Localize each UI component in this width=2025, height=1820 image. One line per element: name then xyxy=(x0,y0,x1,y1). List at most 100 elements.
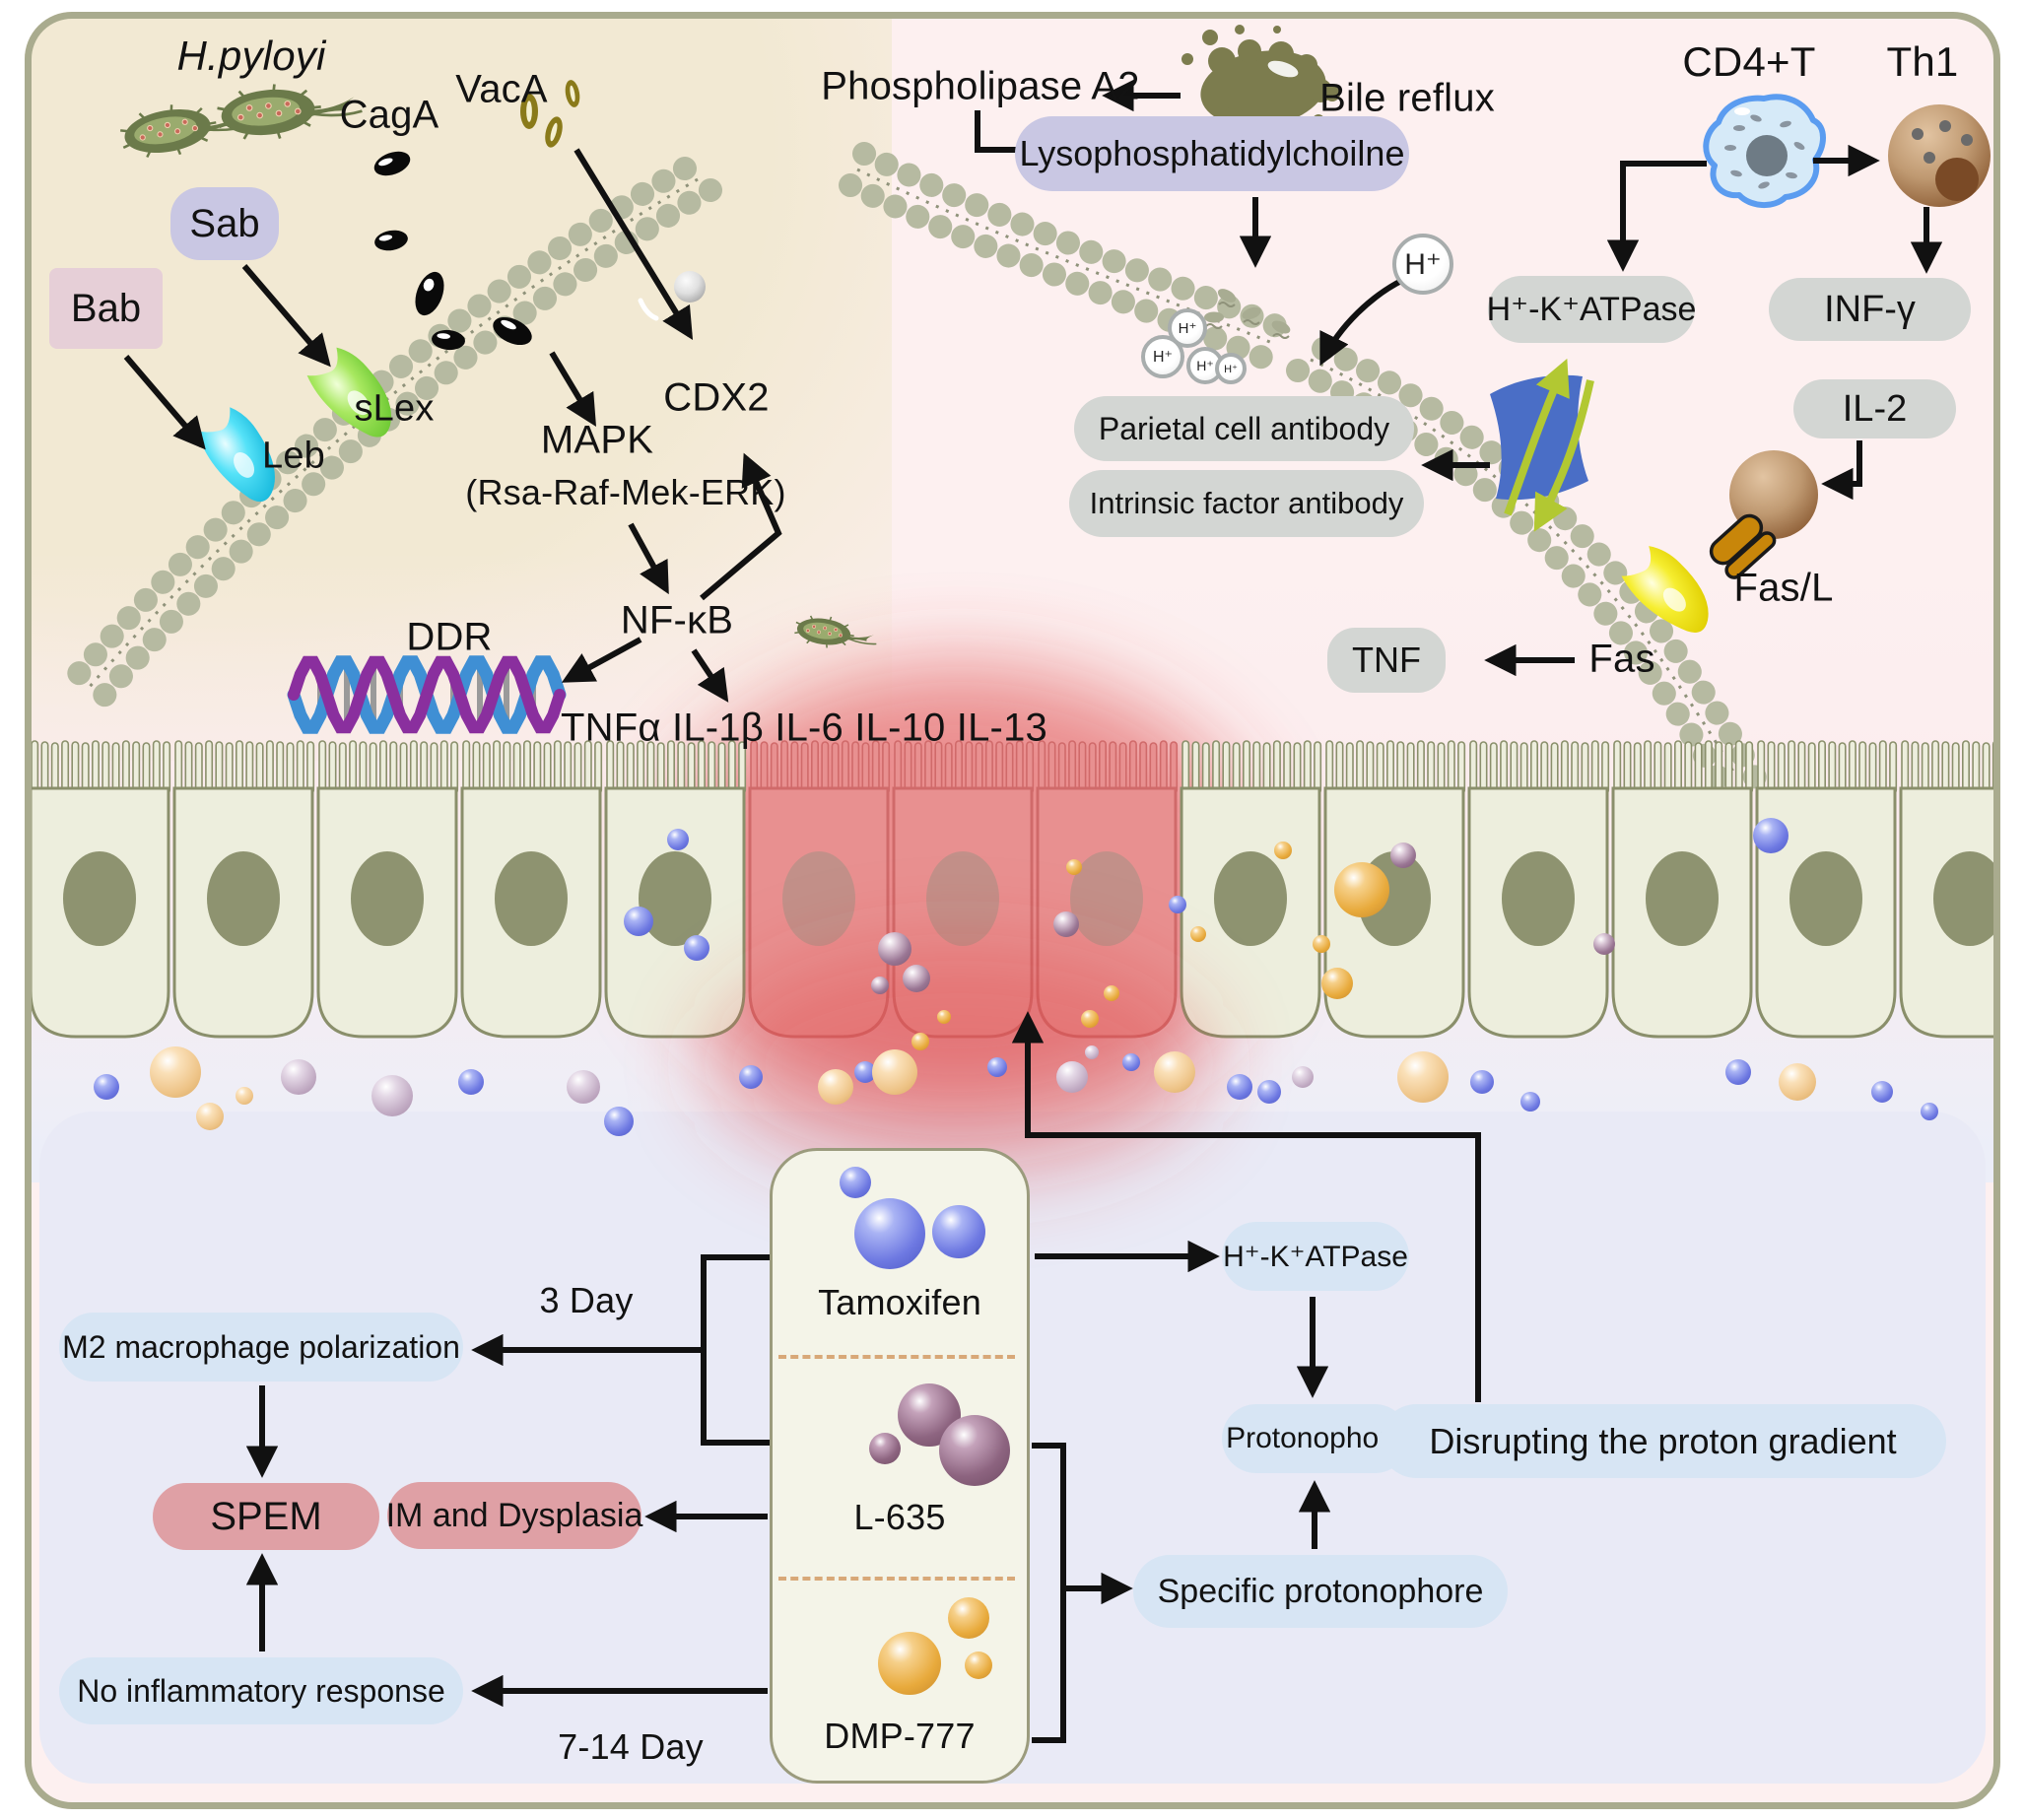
arrow-disrupting-cells xyxy=(1011,1011,1481,1402)
vaca-toxin-ovals xyxy=(520,80,580,148)
bubble xyxy=(604,1107,634,1136)
connector-arrows xyxy=(123,79,1943,1743)
mapk-label: MAPK xyxy=(540,418,654,462)
bubble xyxy=(939,1415,1010,1486)
h-pylori-bacterium xyxy=(217,84,363,140)
bubble xyxy=(948,1597,989,1639)
bubble xyxy=(1313,935,1330,953)
epithelial-cell xyxy=(1899,740,2000,1039)
bubble xyxy=(236,1087,253,1105)
bubble xyxy=(872,1049,917,1095)
bubble xyxy=(1779,1063,1816,1101)
capsule-section-divider xyxy=(778,1577,1015,1581)
sab-box: Sab xyxy=(170,187,279,260)
bubble xyxy=(1520,1092,1540,1112)
bubble xyxy=(1081,1010,1099,1028)
il2-box: IL-2 xyxy=(1793,379,1956,438)
bubble xyxy=(1871,1081,1893,1103)
disrupting-gradient-box: Disrupting the proton gradient xyxy=(1380,1404,1946,1478)
bubble xyxy=(965,1651,992,1679)
bubble xyxy=(1085,1045,1099,1059)
fasl-label: Fas/L xyxy=(1733,566,1834,610)
bubble xyxy=(684,935,709,961)
h-plus-circle: H⁺ xyxy=(1168,308,1207,348)
cytokines-label: TNFα IL-1β IL-6 IL-10 IL-13 xyxy=(561,706,1047,750)
bubble xyxy=(1397,1051,1449,1103)
day3-label: 3 Day xyxy=(539,1280,634,1320)
epithelial-cell xyxy=(1611,740,1754,1039)
specific-protonophore-box: Specific protonophore xyxy=(1133,1555,1508,1628)
hk-atpase-bottom-box: H⁺-K⁺ATPase xyxy=(1222,1222,1409,1291)
bubble xyxy=(1292,1066,1314,1088)
arrow-mapk-nfkb xyxy=(628,522,669,595)
membrane-fragments xyxy=(1204,289,1291,339)
bubble xyxy=(1334,862,1389,917)
nfkb-label: NF-κB xyxy=(620,598,734,642)
h-pylori-bacterium xyxy=(120,104,255,159)
tnf-box: TNF xyxy=(1327,628,1446,693)
proton-pump xyxy=(1490,358,1594,532)
bracket-left xyxy=(701,1254,770,1446)
bubble xyxy=(1190,926,1206,942)
ddr-label: DDR xyxy=(406,615,493,659)
slex-label: sLex xyxy=(354,387,435,430)
bubble xyxy=(1274,842,1292,859)
leb-label: Leb xyxy=(261,435,326,477)
mapk-cascade-label: (Rsa-Raf-Mek-ERK) xyxy=(465,472,786,512)
arrow-caga-mapk xyxy=(549,351,597,428)
caga-toxin-ovals xyxy=(373,151,532,351)
bubble xyxy=(667,829,689,850)
bubble xyxy=(371,1075,413,1116)
slex-receptor xyxy=(306,347,391,438)
caga-label: CagA xyxy=(339,93,439,137)
bubble xyxy=(1056,1061,1088,1093)
bubble xyxy=(567,1070,600,1104)
bubble xyxy=(911,1033,929,1050)
arrow-sab-slex xyxy=(241,264,331,368)
bubble xyxy=(878,1632,941,1695)
damage-glow xyxy=(708,946,1210,1182)
bubble xyxy=(1257,1080,1281,1104)
epithelial-cell xyxy=(29,740,171,1039)
bubble xyxy=(150,1046,201,1098)
vaca-label: VacA xyxy=(455,67,548,111)
bubble xyxy=(1390,843,1416,868)
day714-label: 7-14 Day xyxy=(558,1726,704,1767)
bubble xyxy=(1753,818,1789,853)
bubble xyxy=(854,1198,925,1269)
arrow-hplus-influx xyxy=(1319,277,1405,367)
epithelial-cell xyxy=(604,740,747,1039)
th1-label: Th1 xyxy=(1886,38,1959,85)
hk-atpase-top-box: H⁺-K⁺ATPase xyxy=(1487,276,1696,343)
inf-gamma-box: INF-γ xyxy=(1769,278,1971,341)
arrow-bab-leb xyxy=(123,355,206,450)
dna-helix-icon xyxy=(287,655,567,734)
bubble xyxy=(196,1103,224,1130)
epithelial-cell xyxy=(1467,740,1610,1039)
h-plus-circle: H⁺ xyxy=(1141,335,1184,378)
bubble xyxy=(739,1065,763,1089)
bubble xyxy=(937,1010,951,1024)
bubble xyxy=(458,1069,484,1095)
bubble xyxy=(1169,896,1186,913)
arrow-il2-macrophage xyxy=(1821,440,1862,501)
bubble xyxy=(1122,1053,1140,1071)
gray-sphere xyxy=(674,271,706,303)
lysophosphatidylcholine-box: Lysophosphatidylchoilne xyxy=(1015,116,1409,191)
fasl-ligand xyxy=(1709,513,1777,579)
bile-reflux-label: Bile reflux xyxy=(1319,76,1495,120)
arrow-nfkb-ddr xyxy=(561,637,642,683)
bracket-right xyxy=(1032,1443,1066,1743)
m2-polarization-box: M2 macrophage polarization xyxy=(59,1313,463,1382)
hpylori-label: H.pyloyi xyxy=(176,33,326,79)
l635-label: L-635 xyxy=(853,1497,946,1537)
epithelial-cell xyxy=(1323,740,1466,1039)
epithelial-cell xyxy=(316,740,459,1039)
bubble xyxy=(818,1069,853,1105)
cd4-t-cell xyxy=(1703,94,1826,208)
bubble xyxy=(94,1074,119,1100)
bab-box: Bab xyxy=(49,268,163,349)
arrow-vaca-cdx2 xyxy=(574,148,694,340)
bubble xyxy=(932,1205,985,1258)
